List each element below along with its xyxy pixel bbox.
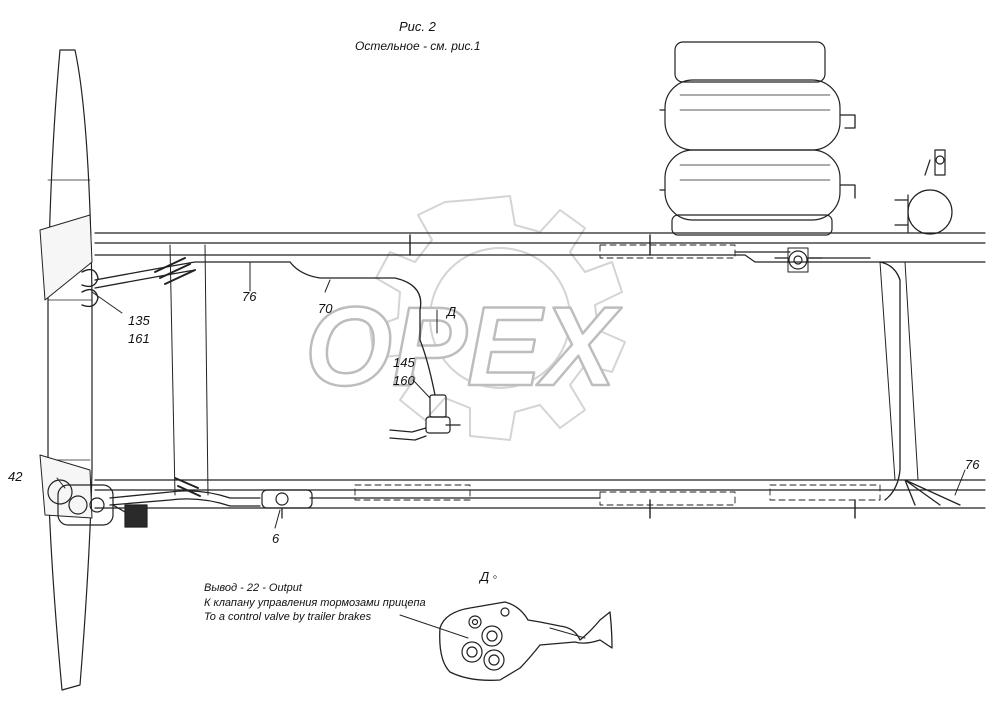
- detail-note-line2: К клапану управления тормозами прицепа: [204, 597, 426, 609]
- callout-42: 42: [8, 469, 23, 484]
- figure-subtitle: Остельное - см. рис.1: [355, 39, 481, 53]
- detail-view-d: [399, 601, 613, 681]
- detail-note-line1: Вывод - 22 - Output: [204, 582, 302, 594]
- callout-76-left: 76: [242, 289, 257, 304]
- valve-top: [774, 247, 823, 273]
- callout-6: 6: [272, 531, 280, 546]
- valve-six: [261, 489, 313, 519]
- callout-76-right: 76: [965, 457, 980, 472]
- opex-watermark: [369, 195, 626, 441]
- watermark-text: OPEX: [305, 284, 623, 409]
- detail-view-title: Д ◦: [480, 569, 498, 584]
- right-cylinder: [894, 149, 953, 235]
- frame-rails: [94, 232, 986, 519]
- callout-70: 70: [318, 301, 333, 316]
- front-brake-valve: [47, 479, 148, 528]
- detail-note-line3: To a control valve by trailer brakes: [204, 611, 372, 623]
- view-d-marker: Д: [447, 304, 457, 319]
- callout-145: 145: [393, 355, 415, 370]
- pipe-clamp: [154, 257, 196, 285]
- front-bumper: [47, 49, 93, 691]
- callout-160: 160: [393, 373, 415, 388]
- callout-135: 135: [128, 313, 150, 328]
- leader-lines: [56, 261, 966, 529]
- callout-161: 161: [128, 331, 150, 346]
- air-receivers: [659, 41, 856, 236]
- figure-title: Рис. 2: [399, 19, 436, 34]
- hand-brake-valve: [389, 394, 461, 441]
